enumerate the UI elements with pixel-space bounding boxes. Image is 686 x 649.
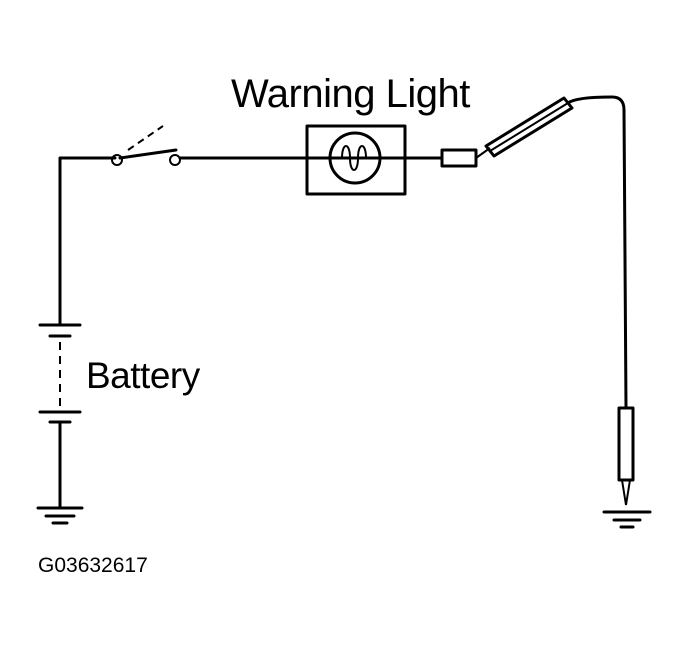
- lower-probe-tip: [621, 479, 631, 506]
- bulb-icon: [328, 131, 382, 185]
- switch-lever: [118, 148, 178, 160]
- connector-plug: [440, 148, 478, 168]
- ground-left-icon: [36, 506, 84, 525]
- bulb-filament-icon: [332, 145, 378, 171]
- warning-light: [305, 124, 407, 196]
- probe-stripe: [489, 102, 569, 152]
- ground-right-icon: [602, 510, 652, 529]
- figure-id-label: G03632617: [38, 554, 148, 577]
- warning-light-box: [305, 124, 407, 196]
- battery-icon: [38, 323, 82, 424]
- switch-contact-right: [169, 154, 181, 166]
- warning-light-label: Warning Light: [231, 72, 470, 116]
- wire-left-vertical: [58, 156, 117, 327]
- switch-contact-left: [111, 154, 123, 166]
- switch-dashed-lever: [127, 125, 164, 151]
- test-probe-lower: [617, 406, 635, 506]
- switch: [111, 125, 181, 166]
- test-probe-upper: [475, 96, 574, 159]
- wire-right-lead: [566, 95, 628, 410]
- battery-label: Battery: [86, 355, 200, 396]
- probe-body: [484, 96, 574, 158]
- lower-probe-body: [617, 406, 635, 482]
